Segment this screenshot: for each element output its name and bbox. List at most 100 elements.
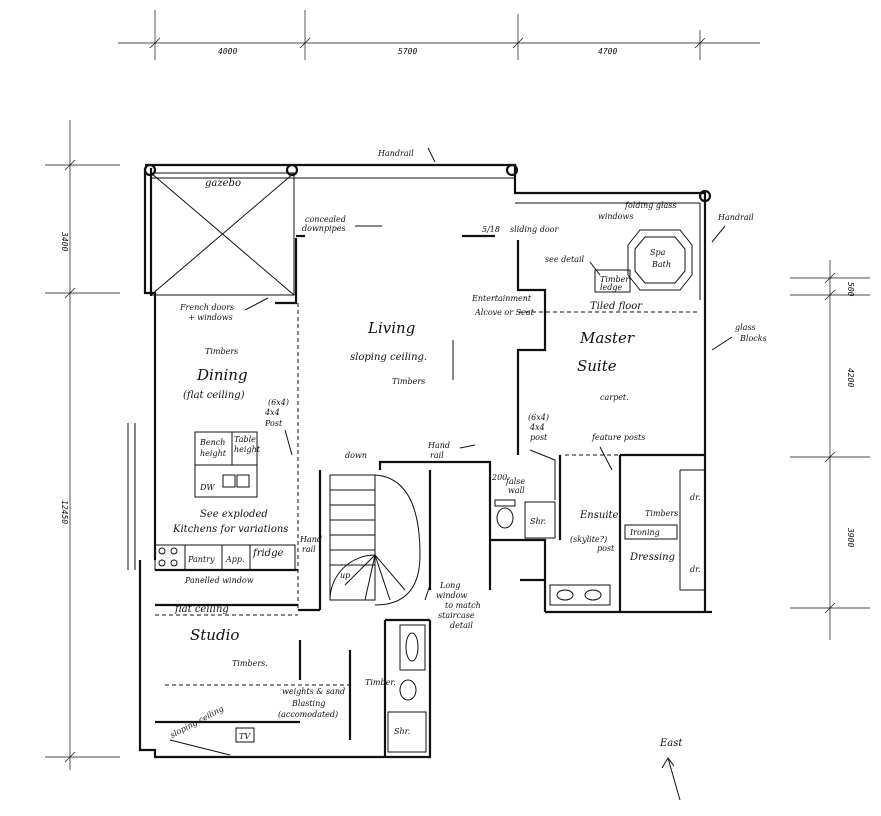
french-windows-label: + windows [188, 313, 233, 322]
downpipes-label: downpipes [302, 224, 346, 233]
dim-top-2: 5700 [398, 47, 417, 56]
timber-ledge-label: Timber [600, 275, 630, 284]
outer-walls [138, 163, 712, 759]
kitchen-counter: Pantry App. fridge [154, 544, 296, 571]
gazebo-label: gazebo [205, 178, 241, 189]
feature-posts-label: feature posts [591, 433, 645, 442]
fridge-label: fridge [252, 548, 283, 559]
handrail-top-label: Handrail [377, 149, 414, 158]
dr-label-1: dr. [690, 493, 701, 502]
table-label-2: height [234, 445, 261, 454]
sliding-num-label: 5/18 [482, 225, 500, 234]
table-label: Table [234, 435, 256, 444]
studio-flat-ceiling-label: flat ceiling [174, 604, 229, 615]
panelled-window-label: Panelled window [184, 576, 254, 585]
false-wall-label-3: wall [508, 486, 525, 495]
dim-right-3: 3900 [846, 527, 855, 547]
kitchen-island: Bench height Table height DW [194, 431, 261, 498]
north-arrow: East [659, 738, 683, 801]
app-label: App. [225, 555, 245, 564]
living-label: Living [367, 319, 415, 337]
dining-ceiling-label: (flat ceiling) [183, 390, 245, 401]
kitchens-label: Kitchens for variations [172, 524, 288, 535]
spa-label-2: Bath [651, 260, 671, 269]
master-label: Master [579, 329, 635, 347]
living-ceiling-label: sloping ceiling. [350, 352, 427, 363]
gazebo-area: gazebo [150, 172, 295, 296]
folding-glass-label: folding glass [624, 201, 677, 210]
ensuite-label: Ensuite [579, 510, 619, 521]
dim-top-3: 4700 [598, 47, 617, 56]
shr-label-2: Shr. [394, 727, 410, 736]
entertainment-label: Entertainment [471, 294, 532, 303]
long-window-label-4: staircase [438, 611, 475, 620]
dining-post-label-c: Post [264, 419, 283, 428]
bench-label-2: height [200, 449, 227, 458]
staircase: down up [329, 451, 421, 606]
weights-label: weights & sand [282, 687, 345, 696]
long-window-label: Long [439, 581, 460, 590]
left-dimension-line: 3400 12450 [45, 120, 120, 770]
up-label: up [340, 571, 350, 580]
bench-label: Bench [199, 438, 225, 447]
right-dimension-line: 500 4200 3900 [790, 260, 870, 640]
accom-label: (accomodated) [278, 710, 338, 719]
pantry-label: Pantry [187, 555, 215, 564]
bathroom-fixtures: Shr. Shr. [387, 499, 611, 753]
tiled-floor-label: Tiled floor [590, 301, 643, 312]
windows-label: windows [598, 212, 633, 221]
ironing-label: Ironing [629, 528, 660, 537]
spa-label: Spa [650, 248, 666, 257]
dining-post-label-a: (6x4) [268, 398, 289, 407]
ensuite-post-label: post [597, 544, 615, 553]
dressing-label: Dressing [629, 552, 675, 563]
dim-right-1: 500 [846, 282, 855, 297]
dressing-fittings: Ironing dr. dr. [624, 493, 701, 574]
dining-label: Dining [196, 366, 248, 384]
dr-label-2: dr. [690, 565, 701, 574]
dim-right-2: 4200 [846, 368, 855, 387]
sliding-door-label: sliding door [510, 225, 559, 234]
suite-post-label-a: (6x4) [528, 413, 549, 422]
studio-floor-label: Timbers. [232, 659, 268, 668]
glass-blocks-label-2: Blocks [739, 334, 767, 343]
long-window-label-5: detail [450, 621, 473, 630]
alcove-label: Alcove or Seat [474, 308, 535, 317]
dining-floor-label: Timbers [205, 347, 238, 356]
false-wall-label: 200 [491, 473, 507, 482]
hand-rail-label: Hand [299, 535, 322, 544]
shr-label-1: Shr. [530, 517, 546, 526]
see-exploded-label: See exploded [200, 509, 268, 520]
hand-rail-mid-label-2: rail [430, 451, 444, 460]
timber-ledge-label-2: ledge [600, 283, 623, 292]
dim-left-1: 3400 [60, 231, 69, 251]
master-floor-label: carpet. [600, 393, 629, 402]
dining-post-label-b: 4x4 [264, 408, 280, 417]
dim-left-2: 12450 [60, 500, 69, 524]
suite-post-label-c: post [530, 433, 548, 442]
top-dimension-line: 4000 5700 4700 [118, 10, 760, 60]
dim-top-1: 4000 [218, 47, 237, 56]
tv-label: TV [239, 732, 251, 741]
leader-lines [244, 225, 733, 601]
down-label: down [345, 451, 367, 460]
ensuite-floor-label: Timbers [645, 509, 678, 518]
living-floor-label: Timbers [392, 377, 425, 386]
ensuite-skylight-label: (skylite?) [570, 535, 607, 544]
concealed-label: concealed [305, 215, 346, 224]
glass-blocks-label: glass [735, 323, 756, 332]
hand-rail-mid-label: Hand [427, 441, 450, 450]
long-window-label-2: window [436, 591, 467, 600]
annotations: Handrail concealed downpipes 5/18 slidin… [172, 147, 767, 743]
false-wall-label-2: false [505, 477, 525, 486]
long-window-label-3: to match [445, 601, 481, 610]
hand-rail-label-2: rail [302, 545, 316, 554]
suite-post-label-b: 4x4 [529, 423, 545, 432]
suite-label: Suite [577, 357, 617, 375]
french-doors-label: French doors [179, 303, 234, 312]
spa-bath: Spa Bath [594, 229, 693, 293]
dw-label: DW [199, 483, 215, 492]
timber-studio-label: Timber. [365, 678, 396, 687]
see-detail-label: see detail [545, 255, 585, 264]
